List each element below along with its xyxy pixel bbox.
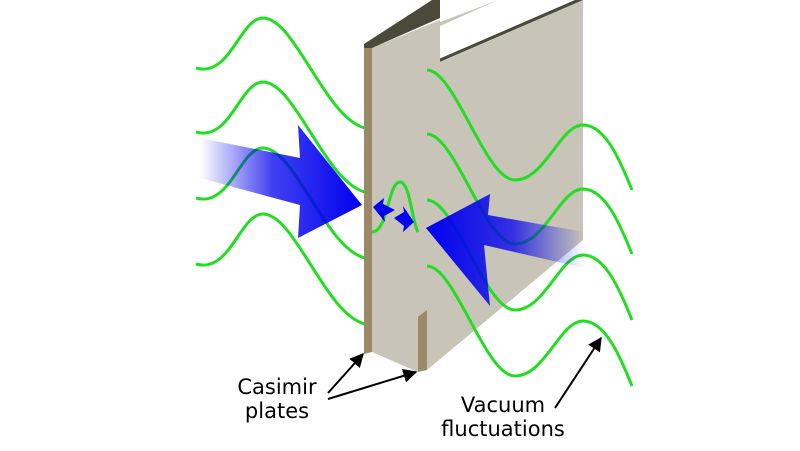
annotation-pointers — [327, 336, 602, 409]
pointer-vacuum — [554, 336, 602, 409]
vacuum-fluctuations-label: Vacuum fluctuations — [418, 393, 588, 441]
pointer-front-plate — [327, 352, 364, 394]
casimir-label-line1: Casimir — [237, 375, 317, 399]
pointer-back-plate — [327, 369, 418, 400]
plate-front-top-edge — [364, 0, 440, 48]
inner-vacuum-wave — [371, 180, 420, 234]
plate-back-top-edge — [418, 0, 583, 68]
plate-front-side-edge — [364, 48, 372, 354]
casimir-plate-back — [418, 0, 583, 372]
right-wave-1 — [426, 68, 634, 191]
left-wave-4 — [195, 212, 366, 326]
left-vacuum-waves — [195, 16, 366, 326]
inner-pressure-arrows — [373, 198, 414, 232]
plate-back-face — [427, 0, 583, 370]
vacuum-label-line1: Vacuum — [460, 393, 546, 417]
right-pressure-arrow — [426, 194, 584, 306]
left-wave-1 — [195, 16, 366, 130]
right-wave-4 — [426, 264, 634, 387]
inner-arrow-left — [373, 198, 395, 222]
casimir-plates-label: Casimir plates — [222, 375, 332, 423]
inner-arrow-right — [394, 206, 414, 232]
casimir-label-line2: plates — [244, 399, 310, 423]
left-pressure-arrow — [200, 125, 362, 238]
left-wave-3 — [195, 146, 366, 260]
vacuum-label-line2: fluctuations — [441, 417, 565, 441]
left-wave-2 — [195, 80, 366, 194]
